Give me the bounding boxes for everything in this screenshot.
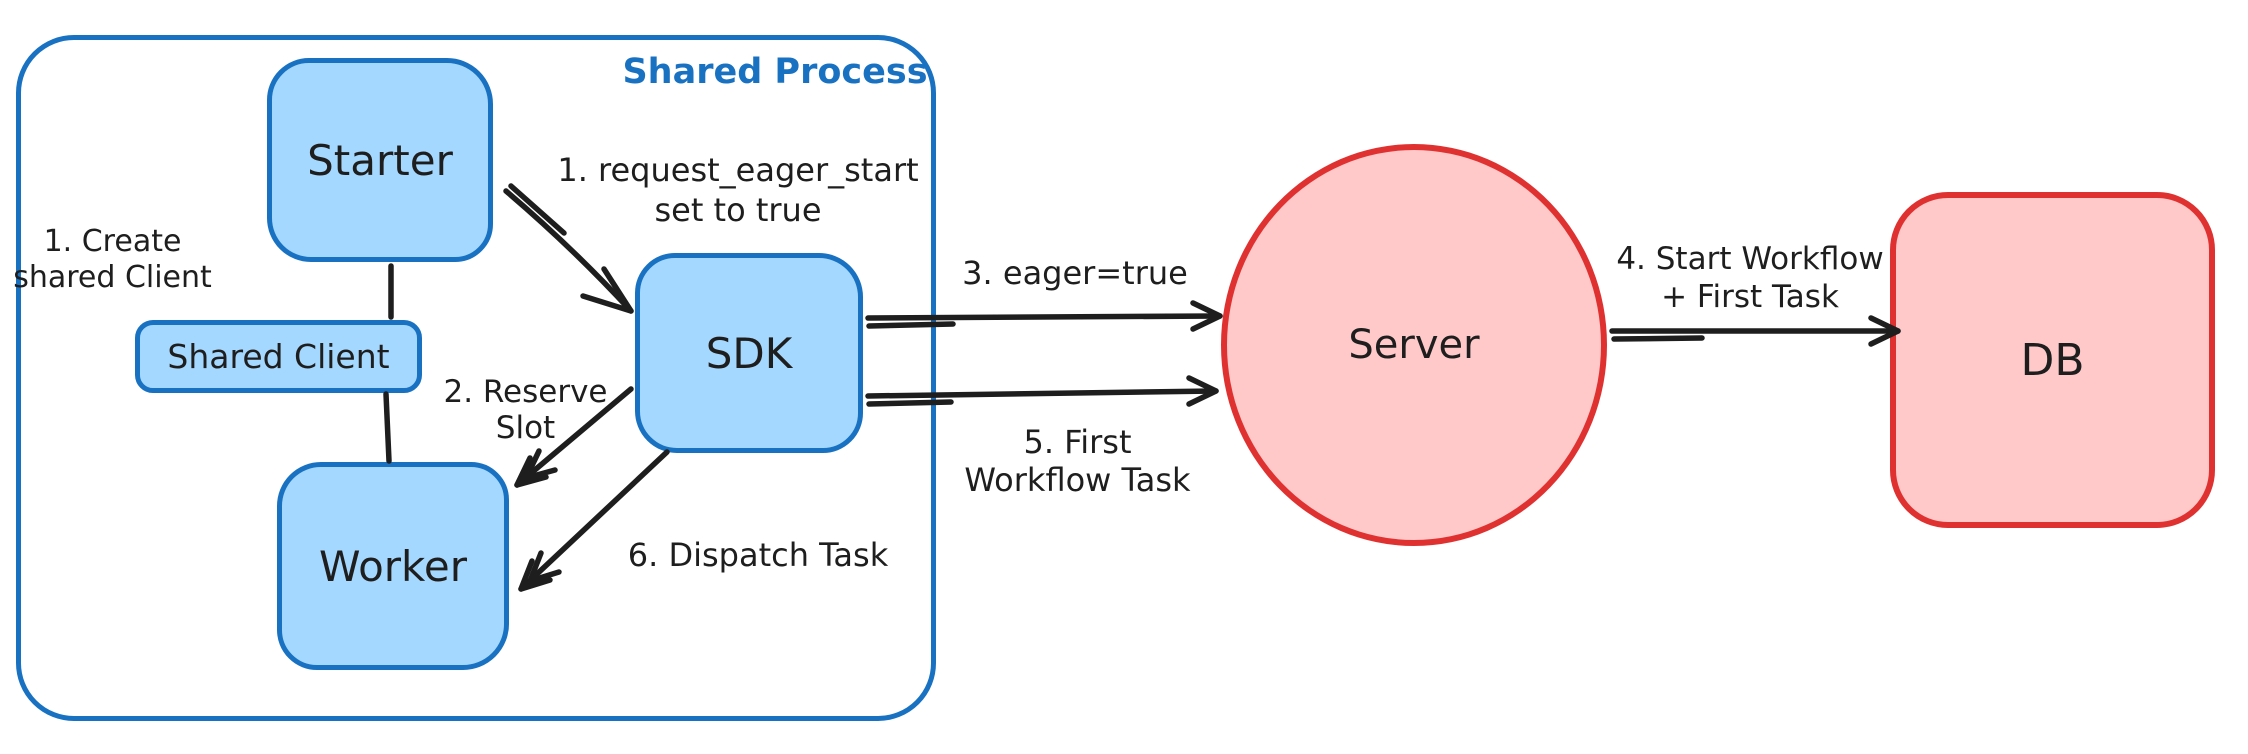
annotation-first-workflow-task: 5. First Workflow Task bbox=[964, 423, 1191, 499]
annotation-request-eager-start: 1. request_eager_start set to true bbox=[557, 151, 919, 229]
annotation-eager-true: 3. eager=true bbox=[962, 254, 1188, 292]
annotation-reserve-slot: 2. Reserve Slot bbox=[443, 374, 608, 446]
node-starter: Starter bbox=[267, 58, 493, 262]
db-label: DB bbox=[2020, 334, 2085, 386]
annotation-create-shared-client: 1. Create shared Client bbox=[13, 224, 212, 295]
node-shared-client: Shared Client bbox=[135, 320, 422, 393]
starter-label: Starter bbox=[307, 135, 453, 185]
node-db: DB bbox=[1890, 192, 2215, 528]
shared-process-container bbox=[16, 35, 936, 721]
node-worker: Worker bbox=[277, 462, 509, 670]
shared-client-label: Shared Client bbox=[167, 337, 390, 376]
worker-label: Worker bbox=[319, 541, 467, 591]
annotation-dispatch-task: 6. Dispatch Task bbox=[627, 536, 889, 574]
node-sdk: SDK bbox=[635, 253, 863, 453]
annotation-start-workflow: 4. Start Workflow + First Task bbox=[1616, 241, 1884, 315]
node-server: Server bbox=[1221, 144, 1607, 546]
shared-process-label: Shared Process bbox=[622, 52, 928, 92]
arrow-server-to-db bbox=[1609, 315, 1901, 347]
server-label: Server bbox=[1348, 322, 1480, 368]
sdk-label: SDK bbox=[705, 328, 793, 378]
